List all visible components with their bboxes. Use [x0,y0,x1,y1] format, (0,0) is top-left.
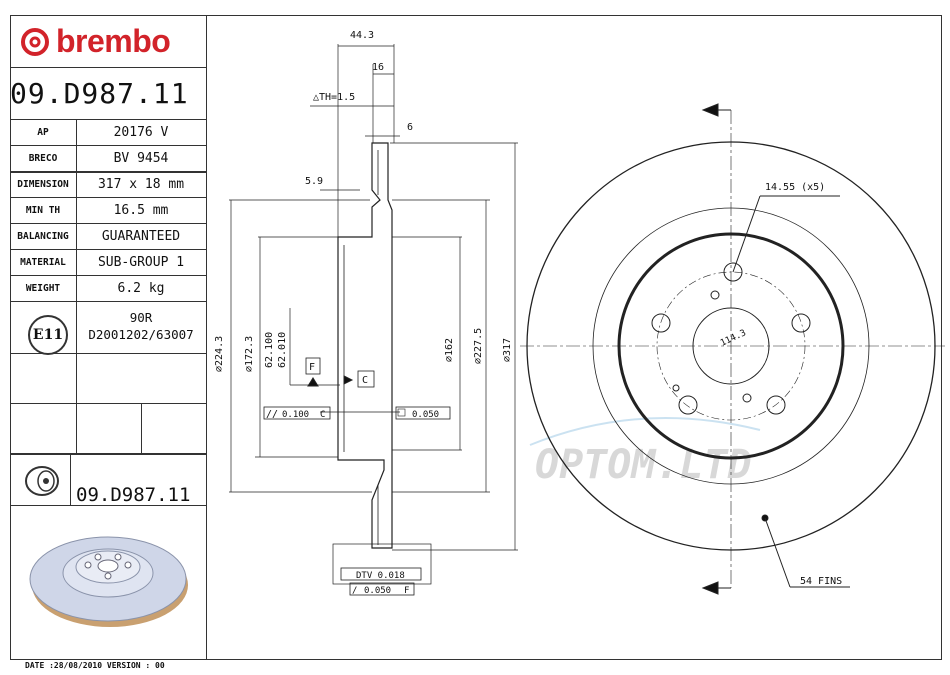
dim-dia-317: ⌀317 [502,338,513,362]
part-number: 09.D987.11 [10,77,189,110]
dim-dia-224: ⌀224.3 [214,336,225,372]
fins-callout: 54 FINS [800,576,842,587]
brembo-logo-icon [21,27,49,56]
dim-6: 6 [407,122,413,133]
dim-dia-172: ⌀172.3 [244,336,255,372]
pcd-label: 114.3 [719,328,748,349]
runout-symbol: / [352,586,357,596]
part-number-secondary: 09.D987.11 [76,484,191,506]
dim-dia-62-max: 62.100 [264,332,275,368]
tolerance-runout-ref: F [404,586,409,596]
front-view [520,103,945,595]
dim-dia-227: ⌀227.5 [473,328,484,364]
dim-width-16: 16 [372,62,384,73]
bolt-hole-callout: 14.55 (x5) [765,182,825,193]
tolerance-dtv: DTV 0.018 [356,571,405,581]
brand-name: brembo [56,23,171,59]
disc-symbol-icon [25,466,59,496]
version-footer: DATE :28/08/2010 VERSION : 00 [25,661,165,670]
dim-dia-62-min: 62.010 [277,332,288,368]
disc-3d-render [29,536,188,627]
dim-overall-width: 44.3 [350,30,374,41]
parallelism-symbol: // [266,409,278,420]
cross-section-view [229,44,518,585]
datum-f: F [309,362,315,373]
watermark: OPTOM.LTD [535,442,752,488]
drawing-frame [10,15,942,660]
dim-dia-162: ⌀162 [444,338,455,362]
brand-logo: brembo [20,23,171,60]
dim-5-9: 5.9 [305,176,323,187]
tolerance-parallelism-ref: C [320,410,325,420]
dim-delta-th: △TH=1.5 [313,92,355,103]
datum-c: C [362,375,368,386]
tolerance-flatness: 0.050 [412,410,439,420]
e11-approval-mark: E11 [28,315,68,355]
tolerance-runout: 0.050 [364,586,391,596]
tolerance-parallelism: 0.100 [282,410,309,420]
